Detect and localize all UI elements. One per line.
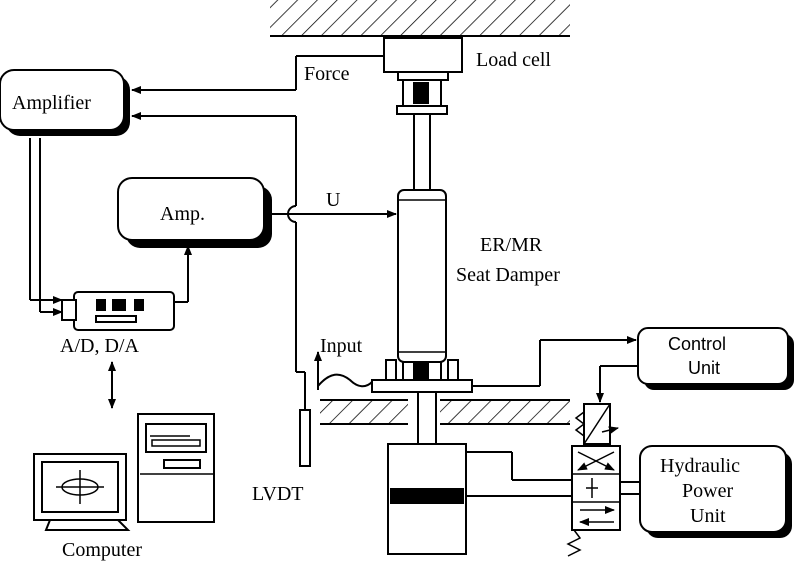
lvdt-sensor: [299, 392, 311, 467]
hpu-label-line1: Hydraulic: [660, 455, 740, 477]
load-cell: [383, 37, 463, 115]
feedback-to-control-line: [472, 336, 637, 387]
base-plate: [371, 379, 473, 393]
hpu-label-line2: Power: [682, 480, 733, 502]
lvdt-label: LVDT: [252, 483, 303, 505]
u-label: U: [326, 189, 341, 211]
servo-valve: [566, 403, 621, 557]
load-cell-label: Load cell: [476, 49, 551, 71]
control-to-valve-line: [596, 365, 638, 403]
valve-to-hpu-lines: [620, 481, 640, 495]
control-unit-line2: Unit: [688, 358, 720, 378]
hpu-label-line3: Unit: [690, 505, 726, 527]
amp-label: Amp.: [160, 203, 205, 225]
control-unit-box: [637, 327, 794, 390]
control-unit-line1: Control: [668, 334, 726, 354]
computer: [33, 413, 215, 531]
amplifier-label: Amplifier: [12, 92, 91, 114]
hydraulic-power-unit-box: [639, 445, 792, 538]
seat-damper: [385, 189, 459, 381]
ad-da-board: [61, 291, 175, 331]
lvdt-signal-line: [131, 112, 306, 392]
floor-fixture: [320, 399, 570, 425]
amp-box: [117, 177, 272, 248]
adda-to-amp-line: [174, 245, 192, 303]
damper-label-line2: Seat Damper: [456, 264, 560, 286]
force-signal-line: [131, 55, 384, 94]
amplifier-to-adda-lines: [29, 138, 63, 316]
ceiling-fixture: [270, 0, 570, 37]
input-arrow: [314, 351, 373, 390]
input-label: Input: [320, 335, 363, 357]
upper-rod: [413, 114, 431, 190]
force-label: Force: [304, 63, 350, 85]
damper-label-line1: ER/MR: [480, 234, 543, 256]
computer-label: Computer: [62, 539, 142, 561]
amplifier-box: [0, 69, 130, 136]
ad-da-label: A/D, D/A: [60, 335, 139, 357]
hydraulic-actuator: [387, 443, 572, 555]
